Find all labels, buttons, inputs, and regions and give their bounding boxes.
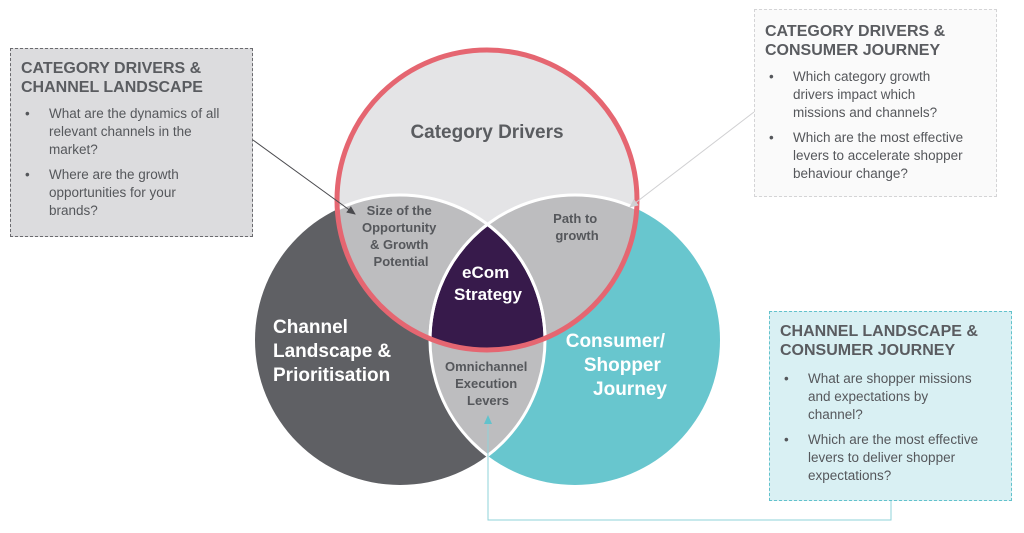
overlap-top-left-label: Size of the Opportunity & Growth Potenti…	[362, 203, 440, 269]
connector-bottom-arrow	[484, 415, 892, 521]
box-title: CATEGORY DRIVERS & CONSUMER JOURNEY	[765, 23, 946, 59]
category-drivers-channel-landscape-box: CATEGORY DRIVERS & CHANNEL LANDSCAPE • W…	[10, 48, 253, 237]
center-label: eCom Strategy	[454, 263, 523, 304]
right-circle-label: Consumer/ Shopper Journey	[566, 331, 671, 400]
bullet-icon: •	[25, 106, 30, 121]
bullet-icon: •	[784, 371, 789, 386]
top-circle-label: Category Drivers	[410, 122, 563, 143]
channel-landscape-consumer-journey-box: CHANNEL LANDSCAPE & CONSUMER JOURNEY • W…	[769, 311, 1012, 501]
center-region	[430, 195, 545, 350]
connector-right-top-arrow	[629, 111, 755, 208]
box-title: CATEGORY DRIVERS & CHANNEL LANDSCAPE	[21, 60, 203, 96]
overlap-bottom-label: Omnichannel Execution Levers	[445, 359, 531, 408]
category-drivers-consumer-journey-box: CATEGORY DRIVERS & CONSUMER JOURNEY • Wh…	[754, 9, 997, 197]
box-title: CHANNEL LANDSCAPE & CONSUMER JOURNEY	[780, 323, 978, 359]
left-circle-label: Channel Landscape & Prioritisation	[273, 317, 397, 386]
bullet-icon: •	[769, 69, 774, 84]
bullet-icon: •	[769, 130, 774, 145]
overlap-top-right-label: Path to growth	[553, 211, 601, 243]
bullet-icon: •	[784, 432, 789, 447]
bullet-icon: •	[25, 167, 30, 182]
connector-left-arrow	[252, 139, 356, 215]
